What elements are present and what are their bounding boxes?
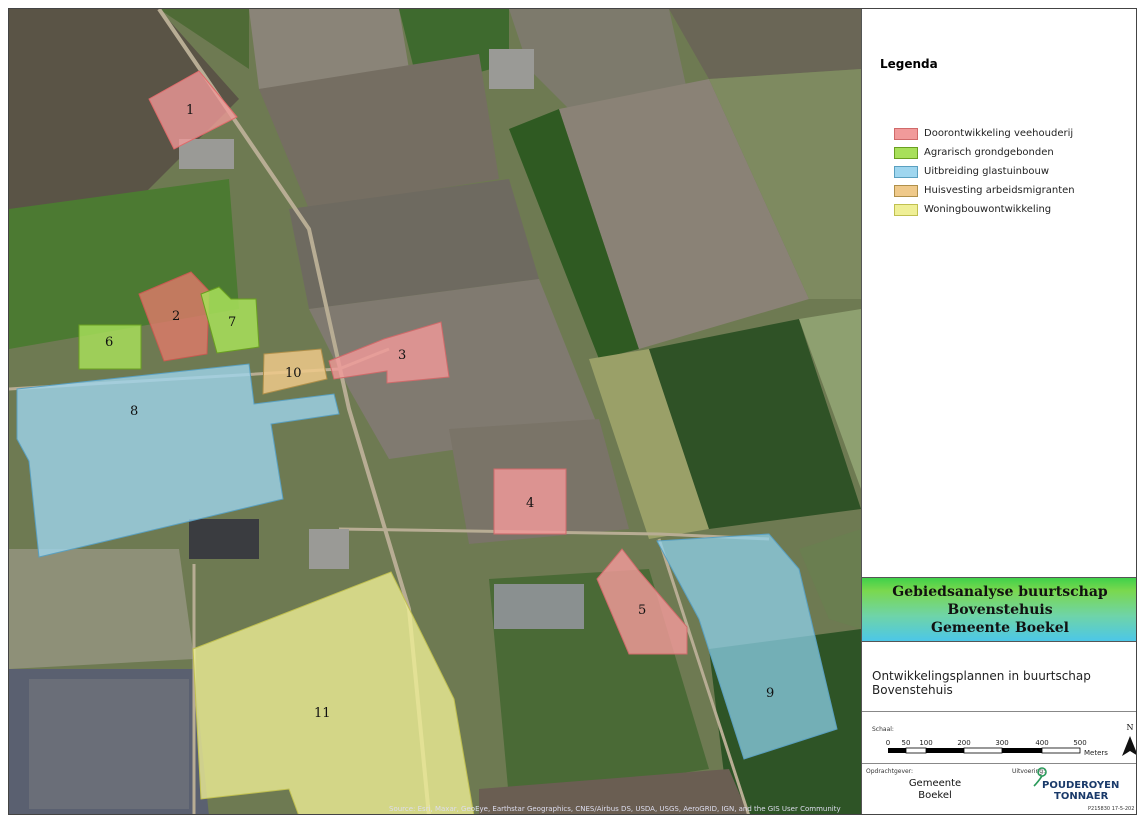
document-code: P215830 17-5-202 <box>1088 806 1135 812</box>
legend-item: Agrarisch grondgebonden <box>894 143 1075 162</box>
map-source-credit: Source: Esri, Maxar, GeoEye, Earthstar G… <box>389 805 841 813</box>
scale-bar: 0 50 100 200 300 400 500 Meters N <box>886 723 1136 757</box>
legend-item: Huisvesting arbeidsmigranten <box>894 181 1075 200</box>
legend-label: Doorontwikkeling veehouderij <box>924 128 1074 139</box>
area-9[interactable] <box>656 533 838 760</box>
legend-title: Legenda <box>880 57 938 71</box>
area-label-10: 10 <box>285 366 302 381</box>
legend-list: Doorontwikkeling veehouderij Agrarisch g… <box>894 124 1075 219</box>
scale-label: Schaal: <box>872 726 894 733</box>
legend-swatch-woningbouw <box>894 203 918 216</box>
area-label-1: 1 <box>186 103 194 118</box>
area-label-11: 11 <box>314 706 331 721</box>
area-5[interactable] <box>596 548 688 655</box>
credits-footer: Opdrachtgever: Gemeente Boekel Uitvoerin… <box>862 763 1136 814</box>
area-2[interactable] <box>138 271 210 362</box>
north-label: N <box>1127 723 1134 732</box>
legend-swatch-arbeidsmigranten <box>894 184 918 197</box>
area-4[interactable] <box>493 468 567 535</box>
area-label-2: 2 <box>172 309 180 324</box>
area-label-5: 5 <box>638 603 646 618</box>
executor-name-line-2: TONNAER <box>1054 791 1109 802</box>
map-subtitle: Ontwikkelingsplannen in buurtschap Boven… <box>872 669 1091 697</box>
client-name-line-2: Boekel <box>918 790 952 801</box>
map-title-line-1: Gebiedsanalyse buurtschap <box>892 583 1108 600</box>
client-label: Opdrachtgever: <box>866 768 914 775</box>
map-title-box: Gebiedsanalyse buurtschap Bovenstehuis G… <box>862 577 1136 642</box>
area-label-8: 8 <box>130 404 138 419</box>
scale-tick-0: 0 <box>886 739 890 747</box>
area-8[interactable] <box>16 363 340 558</box>
north-arrow-icon <box>1122 736 1136 756</box>
legend-item: Uitbreiding glastuinbouw <box>894 162 1075 181</box>
client-name-line-1: Gemeente <box>908 778 962 789</box>
area-label-7: 7 <box>228 315 236 330</box>
scale-tick-300: 300 <box>995 739 1008 747</box>
map-title-line-3: Gemeente Boekel <box>931 619 1069 636</box>
side-panel: Legenda Doorontwikkeling veehouderij Agr… <box>861 9 1136 814</box>
legend-item: Doorontwikkeling veehouderij <box>894 124 1075 143</box>
legend-item: Woningbouwontwikkeling <box>894 200 1075 219</box>
scale-tick-50: 50 <box>902 739 911 747</box>
area-3[interactable] <box>328 321 450 384</box>
aerial-map[interactable]: 1 2 3 4 5 6 7 8 9 10 11 <box>9 9 861 815</box>
legend-label: Huisvesting arbeidsmigranten <box>924 185 1075 196</box>
company-logo-icon <box>1033 767 1047 787</box>
area-10[interactable] <box>262 348 328 395</box>
scale-bar-box: Schaal: 0 50 100 200 300 400 500 Meters … <box>862 711 1136 764</box>
legend-label: Uitbreiding glastuinbouw <box>924 166 1049 177</box>
area-labels: 1 2 3 4 5 6 7 8 9 10 11 <box>105 103 774 721</box>
client-name: Gemeente Boekel <box>890 778 980 802</box>
legend-label: Agrarisch grondgebonden <box>924 147 1054 158</box>
executor-label: Uitvoering: <box>1012 768 1046 775</box>
area-label-3: 3 <box>398 348 406 363</box>
legend-swatch-glastuinbouw <box>894 165 918 178</box>
legend-label: Woningbouwontwikkeling <box>924 204 1052 215</box>
area-1[interactable] <box>148 70 238 150</box>
development-areas <box>16 70 838 815</box>
legend-swatch-agrarisch <box>894 146 918 159</box>
map-title-line-2: Bovenstehuis <box>947 601 1053 618</box>
scale-unit: Meters <box>1084 749 1108 757</box>
area-label-4: 4 <box>526 496 534 511</box>
area-6[interactable] <box>78 324 142 370</box>
village-buildings <box>29 49 584 809</box>
area-label-6: 6 <box>105 335 113 350</box>
area-label-9: 9 <box>766 686 774 701</box>
map-layout: 1 2 3 4 5 6 7 8 9 10 11 Source: Esri, Ma… <box>8 8 1137 815</box>
scale-tick-200: 200 <box>957 739 970 747</box>
executor-name-line-1: POUDEROYEN <box>1042 780 1120 791</box>
legend-swatch-veehouderij <box>894 127 918 140</box>
executor-name: POUDEROYEN TONNAER <box>1042 780 1119 802</box>
scale-tick-400: 400 <box>1035 739 1048 747</box>
scale-tick-500: 500 <box>1073 739 1086 747</box>
scale-tick-100: 100 <box>919 739 932 747</box>
area-11[interactable] <box>192 571 475 815</box>
area-7[interactable] <box>200 286 260 354</box>
